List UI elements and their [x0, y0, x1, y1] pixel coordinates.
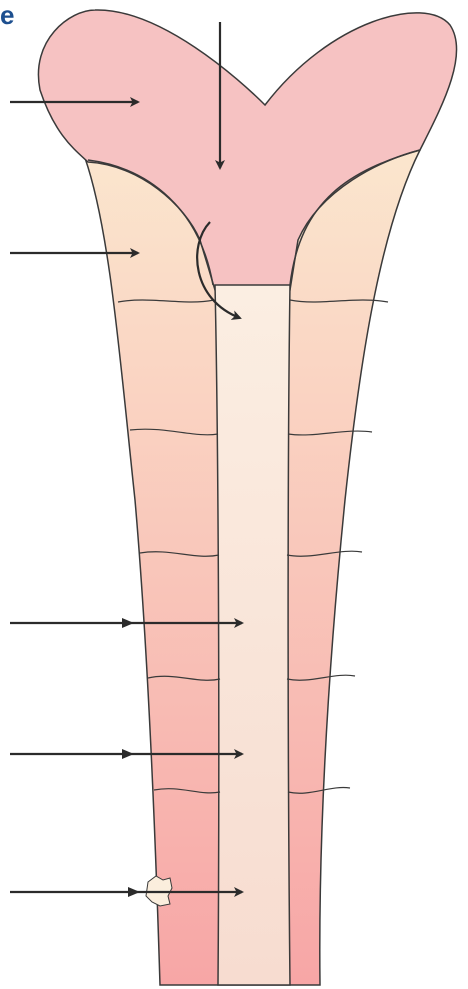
arrow-midpoint-heads [122, 618, 140, 897]
central-lumen [215, 285, 290, 985]
arrow-midpoint-head [122, 618, 134, 628]
arrow-midpoint-head [122, 749, 134, 759]
stalk-head [38, 10, 456, 290]
arrow-midpoint-head [128, 887, 140, 897]
